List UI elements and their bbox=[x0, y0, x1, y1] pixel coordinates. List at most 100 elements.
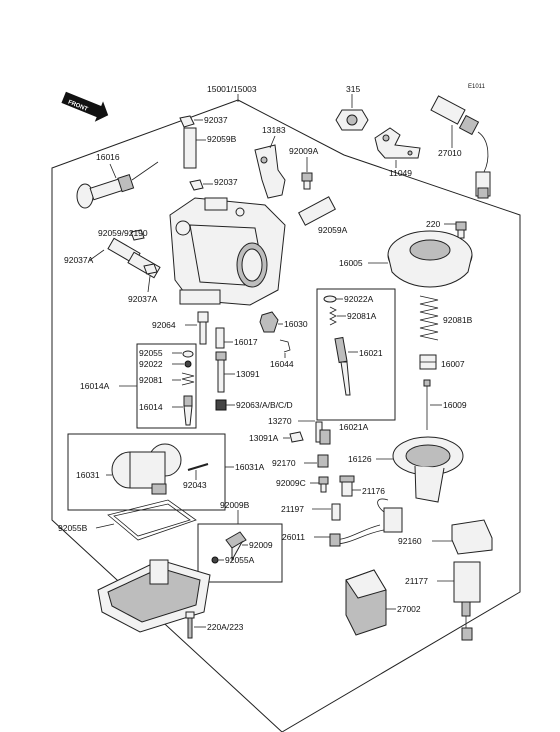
float-pin-icon bbox=[187, 463, 209, 471]
label-92009: 92009 bbox=[249, 540, 273, 550]
label-27002: 27002 bbox=[397, 604, 421, 614]
washer-92055-icon bbox=[182, 350, 194, 358]
clip-16044-icon bbox=[279, 339, 291, 353]
needle-jet-icon bbox=[215, 351, 227, 393]
piston-icon bbox=[259, 311, 279, 333]
label-16005: 16005 bbox=[339, 258, 363, 268]
label-92064: 92064 bbox=[152, 320, 176, 330]
jet-holder-icon bbox=[197, 311, 209, 345]
box-27002-icon bbox=[345, 569, 387, 636]
front-arrow-icon bbox=[61, 91, 109, 122]
diaphragm-icon bbox=[392, 436, 464, 503]
spring-a-icon bbox=[329, 306, 337, 326]
label-92022: 92022 bbox=[139, 359, 163, 369]
drain-screw-icon bbox=[185, 611, 195, 639]
label-16009: 16009 bbox=[443, 400, 467, 410]
cover-92160-icon bbox=[451, 519, 493, 555]
label-16030: 16030 bbox=[284, 319, 308, 329]
label-220A-223: 220A/223 bbox=[207, 622, 244, 632]
spring-b-icon bbox=[419, 295, 439, 341]
label-92081: 92081 bbox=[139, 375, 163, 385]
screw-220-icon bbox=[455, 221, 467, 239]
label-16031A: 16031A bbox=[235, 462, 265, 472]
screw-92009C-icon bbox=[318, 476, 329, 493]
label-92009B: 92009B bbox=[220, 500, 250, 510]
lever-13270-icon bbox=[315, 421, 331, 445]
label-315: 315 bbox=[346, 84, 360, 94]
label-92055B: 92055B bbox=[58, 523, 88, 533]
needle-group-box bbox=[316, 288, 396, 421]
assembly-frame bbox=[51, 99, 521, 732]
label-92063: 92063/A/B/C/D bbox=[236, 400, 293, 410]
tube-92059A-icon bbox=[298, 196, 336, 226]
label-11049: 11049 bbox=[389, 168, 412, 178]
cap-icon bbox=[179, 115, 195, 128]
diagram-code: E1011 bbox=[468, 84, 486, 90]
label-16021: 16021 bbox=[359, 348, 383, 358]
label-92037A-mid: 92037A bbox=[128, 294, 158, 304]
label-92081B: 92081B bbox=[443, 315, 473, 325]
jet-needle-icon bbox=[334, 336, 351, 396]
connector-21176-icon bbox=[339, 475, 355, 497]
label-92059B: 92059B bbox=[207, 134, 237, 144]
screw-92009B-icon bbox=[225, 531, 247, 562]
nut-icon bbox=[335, 109, 369, 131]
tube-b-icon bbox=[183, 127, 197, 169]
sensor-21197-icon bbox=[331, 503, 341, 521]
label-16126: 16126 bbox=[348, 454, 372, 464]
label-15001: 15001/15003 bbox=[207, 84, 257, 94]
label-92037-top: 92037 bbox=[204, 115, 228, 125]
label-220: 220 bbox=[426, 219, 440, 229]
jet-group-box bbox=[136, 343, 197, 429]
label-92009C: 92009C bbox=[276, 478, 306, 488]
clamp-92170-icon bbox=[317, 454, 329, 468]
cap-mid-icon bbox=[189, 179, 204, 191]
lever-icon bbox=[254, 144, 286, 199]
switch-icon bbox=[430, 95, 491, 199]
label-92059A: 92059A bbox=[318, 225, 348, 235]
label-92037A-left: 92037A bbox=[64, 255, 94, 265]
washer-a-icon bbox=[323, 295, 337, 303]
pipe-16017-icon bbox=[215, 327, 225, 349]
label-27010: 27010 bbox=[438, 148, 462, 158]
label-21176: 21176 bbox=[362, 486, 385, 496]
float-icon bbox=[111, 443, 182, 495]
label-92170: 92170 bbox=[272, 458, 296, 468]
cap-left-icon bbox=[130, 229, 145, 241]
label-92043: 92043 bbox=[183, 480, 207, 490]
holder-icon bbox=[419, 354, 437, 370]
carburetor-body-illustration bbox=[169, 197, 286, 306]
label-13091: 13091 bbox=[236, 369, 260, 379]
spring-92081-icon bbox=[181, 372, 195, 386]
float-box bbox=[67, 433, 226, 511]
sensor-21177-icon bbox=[453, 561, 481, 641]
choke-plunger-icon bbox=[76, 161, 159, 209]
label-16014: 16014 bbox=[139, 402, 163, 412]
label-16016: 16016 bbox=[96, 152, 120, 162]
label-92059-92190: 92059/92190 bbox=[98, 228, 148, 238]
gasket-icon bbox=[107, 499, 197, 541]
label-92037-mid: 92037 bbox=[214, 177, 238, 187]
cap-92037A-icon bbox=[143, 263, 158, 275]
label-16017: 16017 bbox=[234, 337, 258, 347]
label-21197: 21197 bbox=[281, 504, 304, 514]
label-26011: 26011 bbox=[282, 532, 305, 542]
label-92022A: 92022A bbox=[344, 294, 374, 304]
label-92055A: 92055A bbox=[225, 555, 255, 565]
screw-group-box bbox=[197, 523, 283, 583]
label-92160: 92160 bbox=[398, 536, 422, 546]
label-92081A: 92081A bbox=[347, 311, 377, 321]
needle-icon bbox=[423, 379, 431, 430]
label-16007: 16007 bbox=[441, 359, 465, 369]
wiring-harness-icon bbox=[329, 498, 403, 547]
label-21177: 21177 bbox=[405, 576, 428, 586]
label-16044: 16044 bbox=[270, 359, 294, 369]
bracket-icon bbox=[374, 127, 421, 159]
screw-a-icon bbox=[301, 172, 313, 190]
top-cover-icon bbox=[387, 230, 473, 288]
main-jet-icon bbox=[215, 399, 227, 411]
label-16021A: 16021A bbox=[339, 422, 369, 432]
oring-92022-icon bbox=[184, 360, 192, 368]
label-92009A: 92009A bbox=[289, 146, 319, 156]
label-13183: 13183 bbox=[262, 125, 286, 135]
